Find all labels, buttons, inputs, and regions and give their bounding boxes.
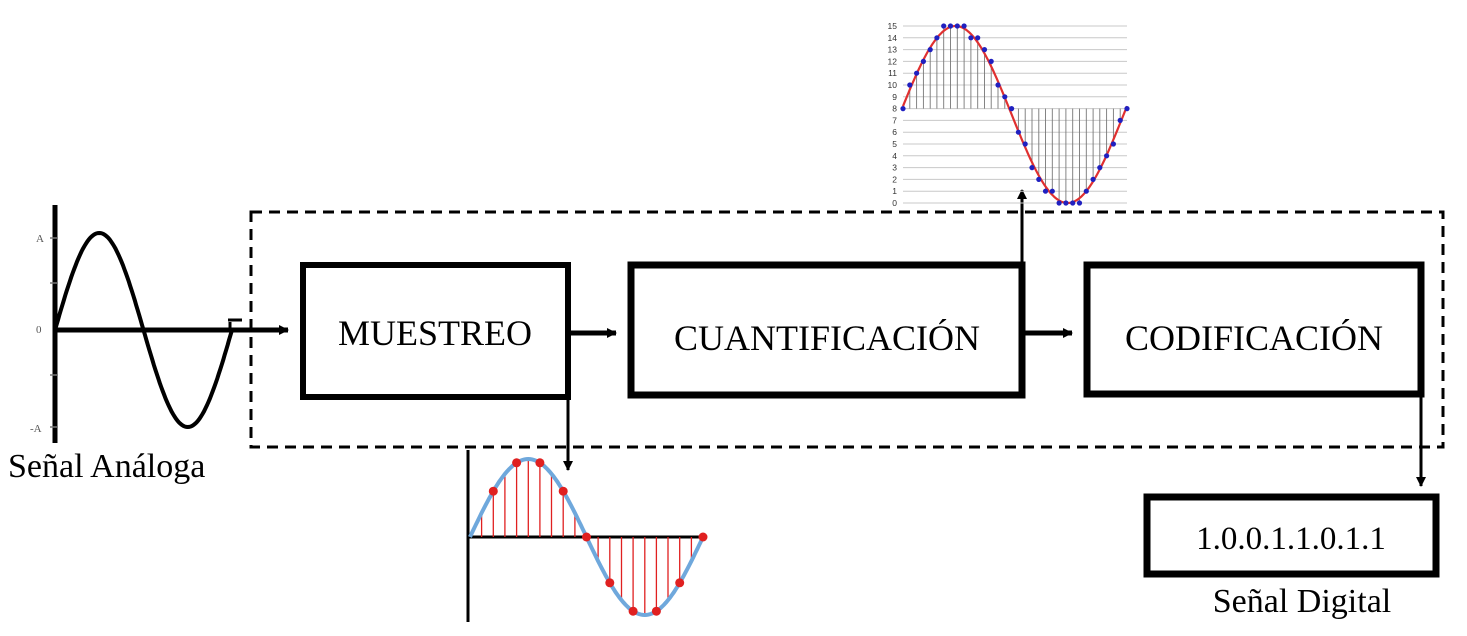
quantized-point (1110, 141, 1116, 147)
quantized-point (968, 35, 974, 41)
quantized-point (1029, 165, 1035, 171)
sample-point (675, 578, 685, 588)
quantized-sine-wave (901, 24, 1129, 205)
quantization-level-grid (903, 25, 1127, 204)
quantization-level-label: 3 (892, 163, 897, 173)
quantized-point (1036, 176, 1042, 182)
quantization-level-label: 13 (888, 45, 898, 55)
quantized-point (1002, 94, 1008, 100)
quantized-point (1042, 188, 1049, 194)
quantized-point (1076, 200, 1083, 206)
quantization-level-label: 0 (892, 198, 897, 208)
quantized-point (947, 23, 954, 29)
quantized-point (941, 23, 947, 29)
quantized-point (995, 82, 1001, 88)
analog-caption: Señal Análoga (8, 448, 205, 485)
quantized-point (975, 35, 981, 41)
digital-code-value: 1.0.0.1.1.0.1.1 (1196, 521, 1386, 557)
quantized-point (1090, 176, 1096, 182)
quantized-point (981, 47, 988, 53)
quantized-point (1124, 106, 1130, 112)
quantization-level-label: 4 (892, 151, 897, 161)
quantized-point (1097, 165, 1103, 171)
quantized-point (1070, 200, 1076, 206)
quantized-point (1083, 188, 1089, 194)
sample-point (582, 532, 591, 542)
analog-tick-zero: 0 (36, 324, 42, 336)
quantized-point (900, 106, 906, 112)
quantized-point (914, 70, 920, 76)
quantization-level-label: 6 (892, 127, 897, 137)
quantization-level-label: 9 (892, 92, 897, 102)
quantized-point (927, 47, 933, 53)
quantized-point (1015, 129, 1022, 135)
quantization-level-label: 2 (892, 174, 897, 184)
quantized-point (1063, 200, 1069, 206)
sample-point (605, 578, 615, 588)
quantization-level-label: 10 (888, 80, 898, 90)
quantization-level-label: 8 (892, 104, 897, 114)
digital-caption: Señal Digital (1213, 583, 1391, 620)
quantization-level-label: 1 (892, 186, 897, 196)
quantization-level-label: 15 (888, 21, 898, 31)
sample-point (512, 458, 522, 468)
quantized-point (1056, 200, 1062, 206)
analog-tick-minus-a: -A (30, 423, 42, 435)
sample-point (628, 606, 638, 616)
coding-block (1083, 261, 1425, 398)
sample-points (488, 458, 708, 616)
quantization-level-label: 5 (892, 139, 897, 149)
sample-point (558, 486, 568, 496)
analog-signal-plot: A 0 -A Señal Análoga (8, 205, 234, 485)
quantized-point (920, 58, 927, 64)
quantization-level-label: 7 (892, 115, 897, 125)
quantization-level-label: 11 (888, 68, 897, 78)
quantized-point (1022, 141, 1028, 147)
quantized-point (934, 35, 940, 41)
sampling-label: MUESTREO (338, 313, 532, 353)
quantized-point (954, 23, 960, 29)
quantized-stems (909, 26, 1121, 203)
quantized-point (1117, 117, 1123, 123)
digital-output-box (1143, 493, 1440, 578)
quantized-point (1104, 153, 1110, 159)
analog-tick-a: A (36, 233, 44, 245)
quantized-point (1009, 106, 1015, 112)
sampled-signal-plot (466, 450, 708, 622)
quantization-level-label: 12 (888, 56, 898, 66)
quantization-label: CUANTIFICACIÓN (674, 318, 980, 358)
coding-label: CODIFICACIÓN (1125, 318, 1383, 358)
sample-point (488, 486, 498, 496)
sample-point (698, 532, 708, 542)
quantization-block (627, 261, 1026, 399)
quantized-point (961, 23, 967, 29)
quantized-point (907, 82, 913, 88)
quantized-point (988, 58, 994, 64)
sample-point (651, 606, 661, 616)
sample-point (535, 458, 545, 468)
quantization-level-label: 14 (888, 33, 898, 43)
quantized-points (900, 23, 1130, 206)
quantized-point (1049, 188, 1055, 194)
